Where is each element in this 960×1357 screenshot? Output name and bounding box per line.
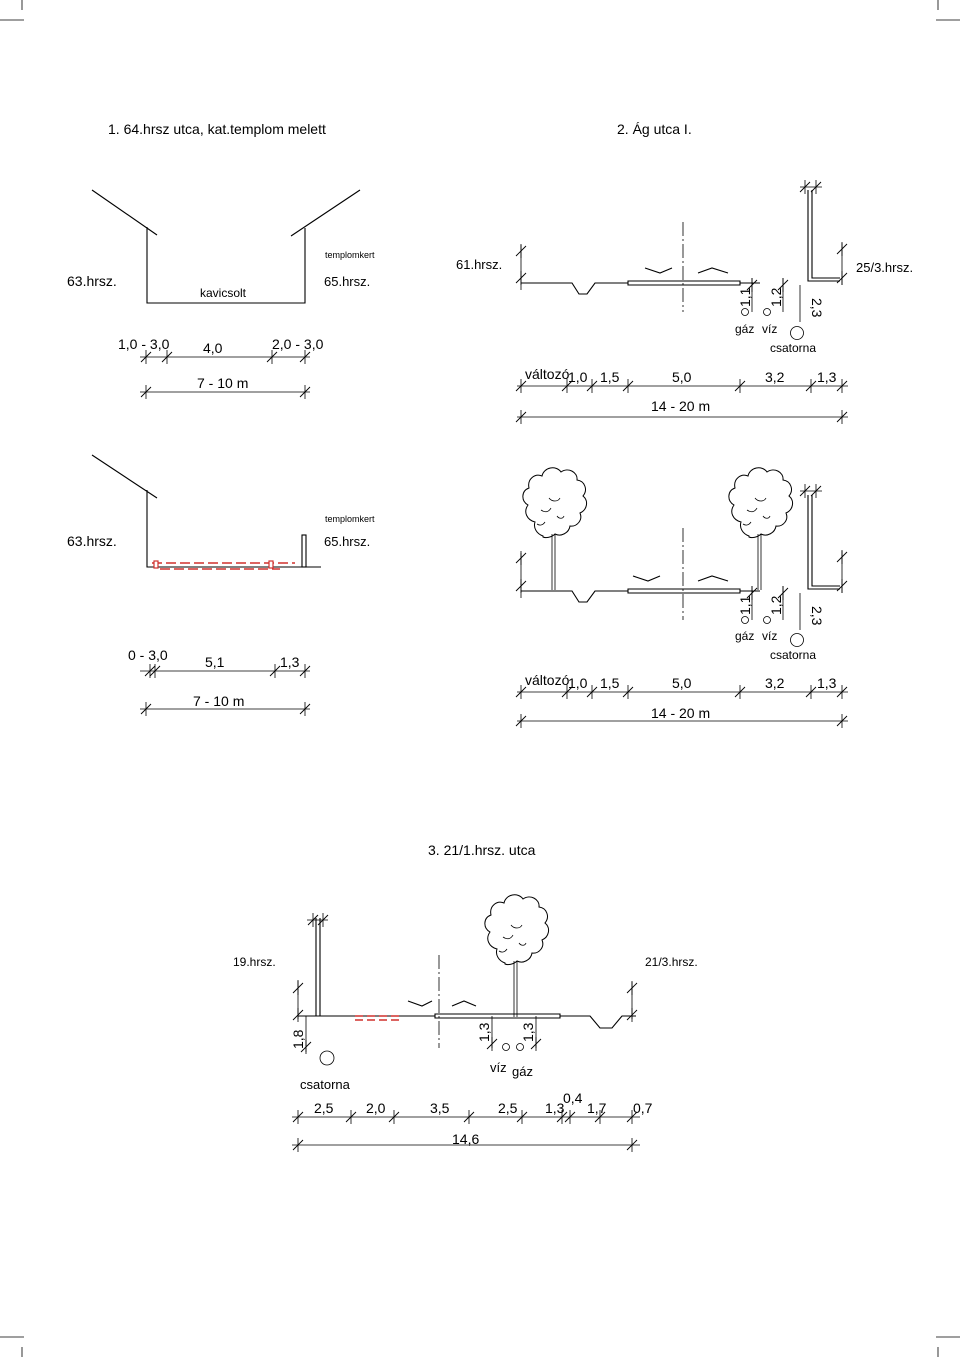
vdim-water: 1,2 bbox=[768, 595, 784, 615]
section3-title: 3. 21/1.hrsz. utca bbox=[428, 842, 536, 858]
dim-3: 5,0 bbox=[672, 675, 692, 691]
dim-2: 1,5 bbox=[600, 369, 620, 385]
dim-side-right: 1,3 bbox=[280, 654, 300, 670]
utility-sewer-label: csatorna bbox=[300, 1077, 351, 1092]
utility-gas-label: gáz bbox=[735, 629, 754, 643]
vdim-sewer: 2,3 bbox=[809, 298, 825, 318]
dim-total: 14,6 bbox=[452, 1131, 479, 1147]
vdim-water: 1,2 bbox=[768, 287, 784, 307]
section1-profile-b: 63.hrsz. templomkert 65.hrsz. 0 - 3,0 5,… bbox=[67, 454, 375, 717]
dim-total: 7 - 10 m bbox=[193, 693, 244, 709]
dim-carriageway: 5,1 bbox=[205, 654, 225, 670]
utility-water-label: víz bbox=[762, 322, 777, 336]
left-lot-label: 61.hrsz. bbox=[456, 257, 502, 272]
dim-6: 1,7 bbox=[587, 1100, 607, 1116]
tree-right bbox=[728, 467, 794, 591]
utility-gas-label: gáz bbox=[735, 322, 754, 336]
vdim-sewer: 1,8 bbox=[290, 1029, 306, 1049]
vdim-gas: 1,1 bbox=[737, 595, 753, 615]
dim-1: 1,0 bbox=[568, 369, 588, 385]
dim-7: 0,7 bbox=[633, 1100, 653, 1116]
section1-title: 1. 64.hrsz utca, kat.templom melett bbox=[108, 121, 326, 137]
dim-1: 2,5 bbox=[314, 1100, 334, 1116]
right-lot-label: 25/3.hrsz. bbox=[856, 260, 913, 275]
left-lot-label: 19.hrsz. bbox=[233, 955, 276, 969]
right-lot-label: 21/3.hrsz. bbox=[645, 955, 698, 969]
dim-4: 3,2 bbox=[765, 369, 785, 385]
dim-side-right: 2,0 - 3,0 bbox=[272, 336, 324, 352]
dim-3: 5,0 bbox=[672, 369, 692, 385]
dim-3: 3,5 bbox=[430, 1100, 450, 1116]
utility-gas-label: gáz bbox=[512, 1064, 533, 1079]
tree-left bbox=[522, 467, 588, 591]
left-lot-label: 63.hrsz. bbox=[67, 273, 117, 289]
dim-extra: 0,4 bbox=[563, 1090, 583, 1106]
utility-sewer-label: csatorna bbox=[770, 341, 816, 355]
dim-4: 2,5 bbox=[498, 1100, 518, 1116]
dim-total: 7 - 10 m bbox=[197, 375, 248, 391]
dim-variable: változó bbox=[525, 366, 570, 382]
dim-side-left: 0 - 3,0 bbox=[128, 647, 168, 663]
surface-label: kavicsolt bbox=[200, 286, 247, 300]
section2-title: 2. Ág utca I. bbox=[617, 121, 692, 137]
right-area-label: templomkert bbox=[325, 514, 375, 524]
dim-2: 1,5 bbox=[600, 675, 620, 691]
vdim-gas: 1,3 bbox=[520, 1022, 536, 1042]
dim-total: 14 - 20 m bbox=[651, 398, 710, 414]
section1-profile-a: 63.hrsz. templomkert 65.hrsz. kavicsolt … bbox=[67, 189, 375, 400]
dim-total: 14 - 20 m bbox=[651, 705, 710, 721]
dim-carriageway: 4,0 bbox=[203, 340, 223, 356]
dim-5: 1,3 bbox=[817, 369, 837, 385]
dim-4: 3,2 bbox=[765, 675, 785, 691]
dim-2: 2,0 bbox=[366, 1100, 386, 1116]
vdim-water: 1,3 bbox=[476, 1022, 492, 1042]
dim-variable: változó bbox=[525, 672, 570, 688]
dim-1: 1,0 bbox=[568, 675, 588, 691]
section2-profile-b: 1,1 1,2 2,3 gáz víz csatorna változó 1,0… bbox=[515, 467, 848, 729]
utility-sewer-label: csatorna bbox=[770, 648, 816, 662]
dim-5: 1,3 bbox=[817, 675, 837, 691]
dim-side-left: 1,0 - 3,0 bbox=[118, 336, 170, 352]
vdim-gas: 1,1 bbox=[737, 287, 753, 307]
right-lot-label: 65.hrsz. bbox=[324, 274, 370, 289]
utility-water-label: víz bbox=[762, 629, 777, 643]
utility-water-label: víz bbox=[490, 1060, 507, 1075]
tree bbox=[484, 894, 550, 1018]
dim-5: 1,3 bbox=[545, 1100, 565, 1116]
section3-profile: 1,8 1,3 1,3 19.hrsz. 21/3.hrsz. csatorna… bbox=[233, 894, 698, 1153]
right-lot-label: 65.hrsz. bbox=[324, 534, 370, 549]
left-lot-label: 63.hrsz. bbox=[67, 533, 117, 549]
section2-profile-a: 1,1 1,2 2,3 gáz víz csatorna 61.hrsz. 25… bbox=[456, 179, 913, 425]
vdim-sewer: 2,3 bbox=[809, 606, 825, 626]
right-area-label: templomkert bbox=[325, 250, 375, 260]
